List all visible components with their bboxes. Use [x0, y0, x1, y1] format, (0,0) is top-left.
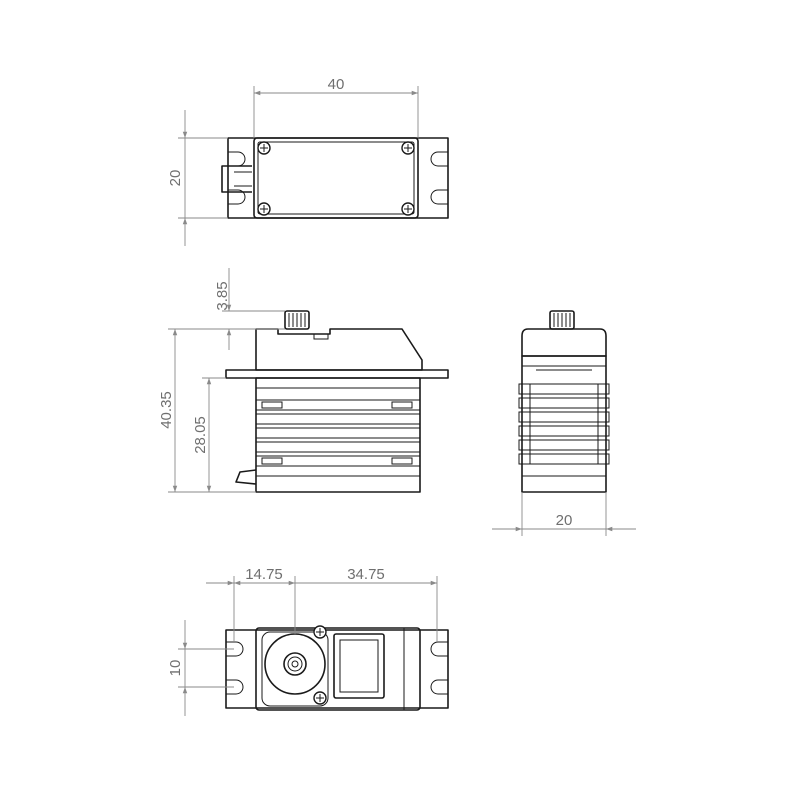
top-view: 40 20 [167, 76, 449, 246]
side-view-fins [255, 399, 421, 467]
dim-label-40-35: 40.35 [158, 391, 175, 429]
end-view-upper-case [521, 328, 607, 357]
bottom-view: 14.75 34.75 10 [167, 566, 449, 716]
dim-label-3-85: 3.85 [214, 281, 231, 310]
side-view-body [255, 377, 421, 493]
dim-label-28-05: 28.05 [192, 416, 209, 454]
bottom-view-label-window [333, 633, 385, 699]
end-view-body [521, 355, 607, 493]
dim-label-20-top: 20 [167, 170, 184, 187]
end-view: 20 [492, 310, 636, 536]
dim-label-14-75: 14.75 [245, 566, 283, 583]
top-view-cover [253, 137, 419, 219]
dim-label-34-75: 34.75 [347, 566, 385, 583]
side-view-wire-exit [235, 469, 257, 485]
bottom-view-flange [225, 629, 449, 709]
bottom-view-spline-icon [283, 652, 307, 676]
side-view-upper-case [255, 328, 423, 371]
side-view: 3.85 40.35 28.05 [158, 268, 449, 493]
dim-label-10: 10 [167, 660, 184, 677]
top-view-slot-right-bottom [430, 189, 448, 205]
dim-label-20-end: 20 [556, 512, 573, 529]
side-view-spline [284, 310, 310, 330]
bottom-view-horn-disc [264, 633, 326, 695]
top-view-slot-left-bottom [228, 189, 246, 205]
top-view-wire-tab [221, 165, 252, 193]
top-view-screw-icon [257, 141, 415, 216]
top-view-slot-left-top [228, 151, 246, 167]
bottom-view-screw-icon [313, 625, 327, 705]
side-view-flange [225, 369, 449, 379]
bottom-view-case [255, 627, 421, 711]
dim-label-40: 40 [328, 76, 345, 93]
top-view-slot-right-top [430, 151, 448, 167]
end-view-fins [518, 383, 610, 465]
